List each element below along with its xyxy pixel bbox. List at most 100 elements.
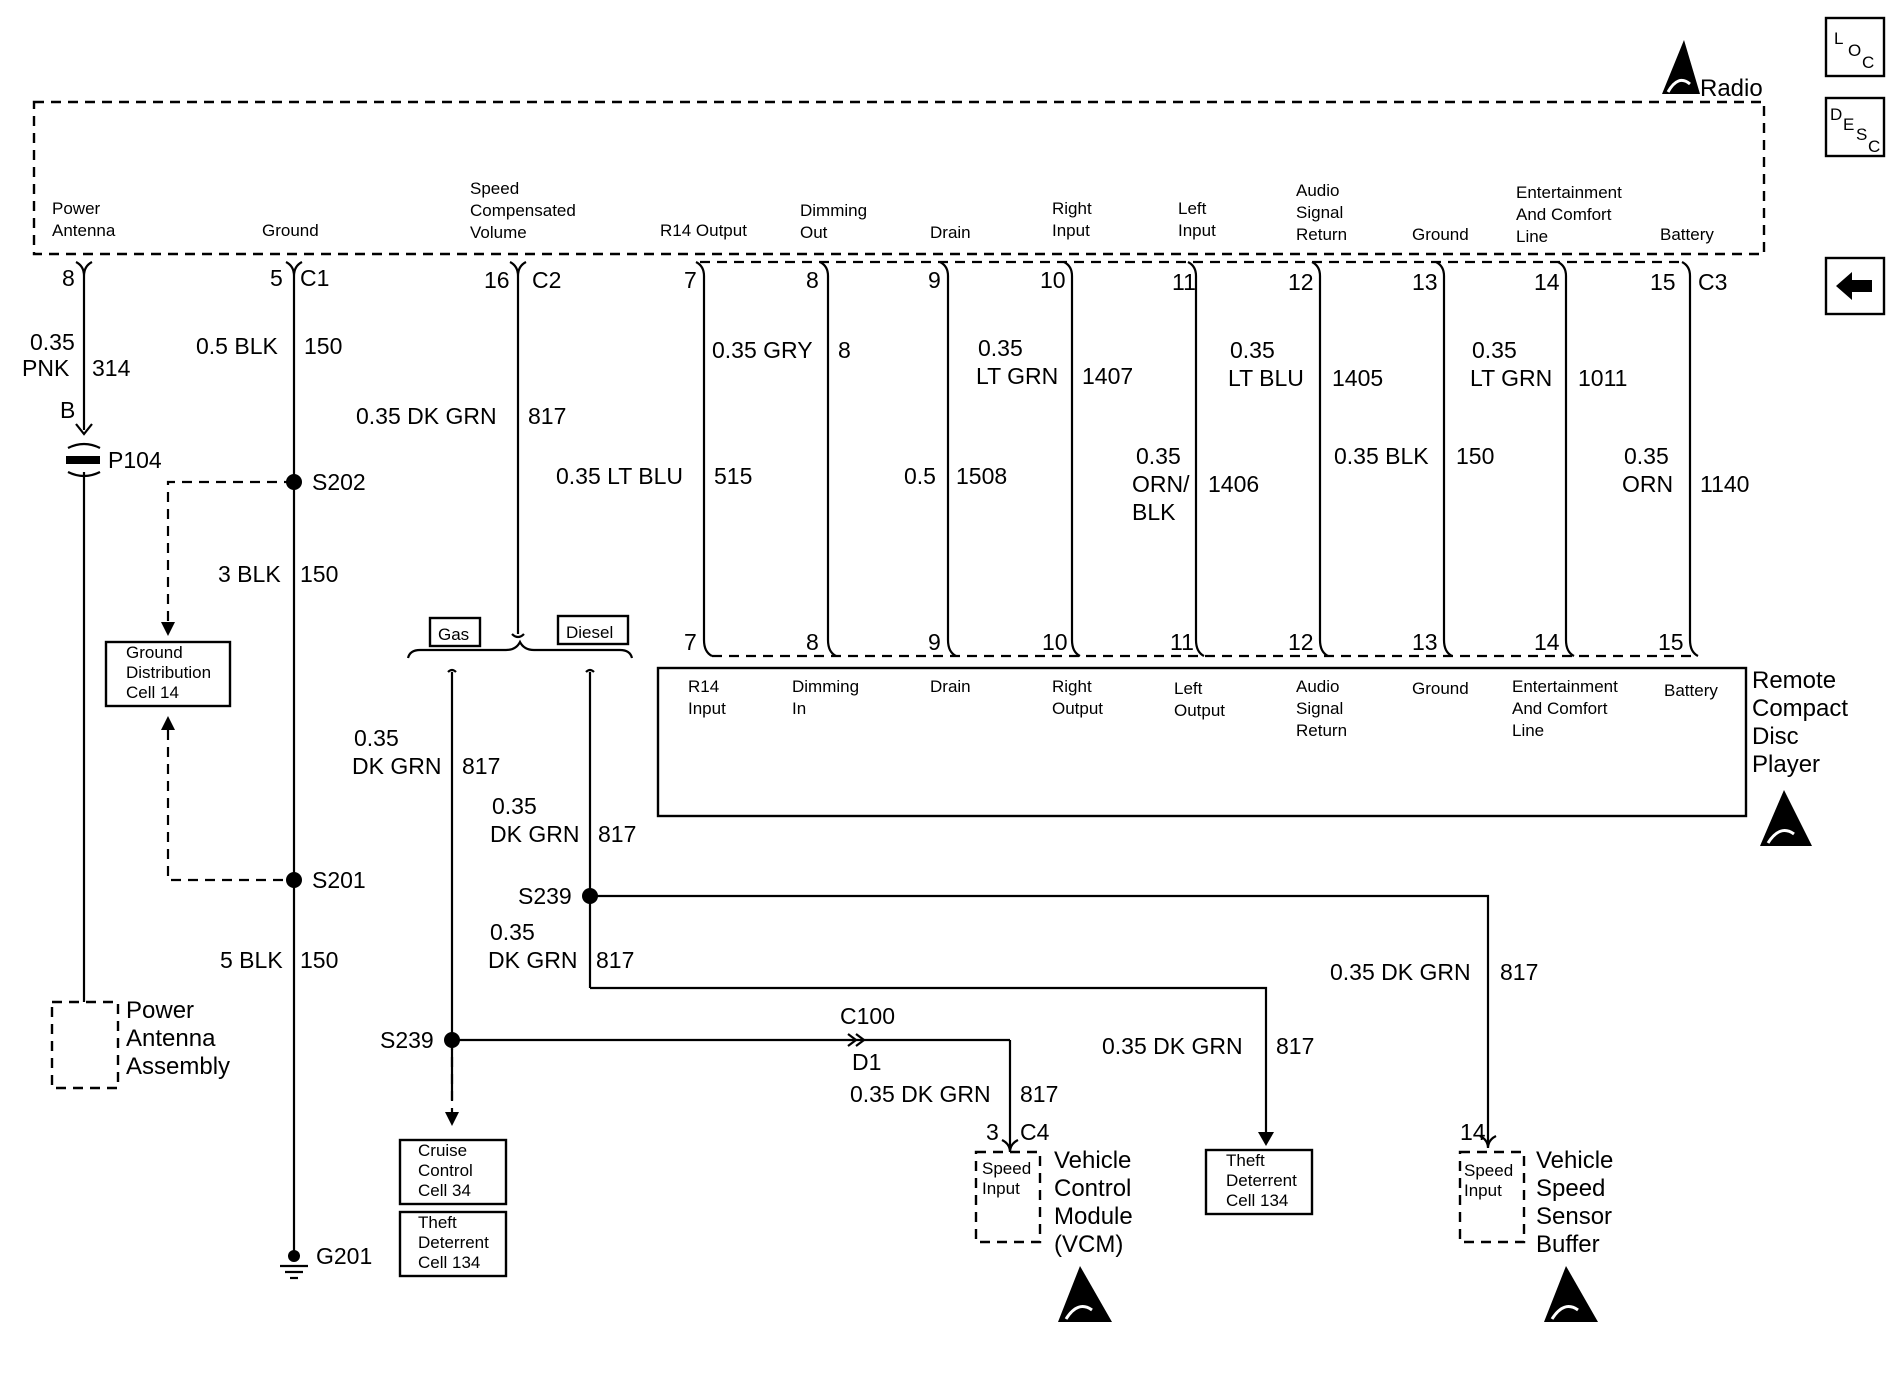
ground-circuit: 0.5 BLK 150 S202 3 BLK 150 S201 5 BLK 15…: [161, 261, 372, 1280]
gas-branch: 0.35 DK GRN 817 S239 C100 D1 0.35 DK GRN…: [352, 668, 1058, 1153]
svg-text:Ground: Ground: [1412, 679, 1469, 698]
svg-text:Ground: Ground: [1412, 225, 1469, 244]
svg-text:Cruise: Cruise: [418, 1141, 467, 1160]
svg-text:In: In: [792, 699, 806, 718]
svg-text:Line: Line: [1516, 227, 1548, 246]
svg-text:12: 12: [1288, 269, 1314, 295]
theft-deterrent-box-mid[interactable]: Theft Deterrent Cell 134: [1204, 1148, 1314, 1216]
vssb-component: Speed Input Vehicle Speed Sensor Buffer: [1458, 1147, 1613, 1258]
svg-text:15: 15: [1658, 629, 1684, 655]
svg-text:R14 Output: R14 Output: [660, 221, 747, 240]
svg-text:Signal: Signal: [1296, 699, 1343, 718]
svg-text:150: 150: [300, 947, 338, 973]
svg-text:0.35 DK GRN: 0.35 DK GRN: [356, 403, 497, 429]
svg-text:Buffer: Buffer: [1536, 1231, 1600, 1258]
power-antenna-circuit: 0.35 PNK 314 B P104 Power Antenna Assemb…: [22, 261, 230, 1090]
svg-text:Compensated: Compensated: [470, 201, 576, 220]
svg-text:Ground: Ground: [126, 643, 183, 662]
svg-text:1406: 1406: [1208, 471, 1259, 497]
svg-text:0.35 BLK: 0.35 BLK: [1334, 443, 1429, 469]
svg-text:C2: C2: [532, 267, 561, 293]
svg-text:Signal: Signal: [1296, 203, 1343, 222]
svg-text:Theft: Theft: [1226, 1151, 1265, 1170]
svg-text:Battery: Battery: [1660, 225, 1714, 244]
desc-letter-c: C: [1868, 137, 1880, 156]
svg-text:LT GRN: LT GRN: [976, 363, 1058, 389]
svg-text:7: 7: [684, 267, 697, 293]
svg-text:ORN/: ORN/: [1132, 471, 1190, 497]
svg-text:LT GRN: LT GRN: [1470, 365, 1552, 391]
svg-text:0.35: 0.35: [1136, 443, 1181, 469]
svg-text:9: 9: [928, 267, 941, 293]
svg-text:13: 13: [1412, 269, 1438, 295]
svg-text:Input: Input: [982, 1179, 1020, 1198]
svg-text:C100: C100: [840, 1003, 895, 1029]
svg-text:8: 8: [806, 267, 819, 293]
svg-text:Cell 134: Cell 134: [1226, 1191, 1288, 1210]
esd-warning-icon: [1760, 790, 1812, 846]
svg-text:Cell 134: Cell 134: [418, 1253, 480, 1272]
svg-text:16: 16: [484, 267, 510, 293]
vcm-component: Speed Input Vehicle Control Module (VCM): [974, 1147, 1133, 1258]
svg-text:0.35: 0.35: [978, 335, 1023, 361]
svg-text:G201: G201: [316, 1243, 372, 1269]
theft-deterrent-box-left[interactable]: Theft Deterrent Cell 134: [398, 1210, 508, 1278]
svg-text:0.35: 0.35: [30, 329, 75, 355]
svg-text:Sensor: Sensor: [1536, 1203, 1612, 1230]
svg-text:0.35: 0.35: [1472, 337, 1517, 363]
svg-text:P104: P104: [108, 447, 162, 473]
svg-text:C4: C4: [1020, 1119, 1050, 1145]
svg-text:S239: S239: [380, 1027, 434, 1053]
ground-distribution-box[interactable]: Ground Distribution Cell 14: [104, 640, 232, 708]
svg-text:Player: Player: [1752, 751, 1820, 778]
desc-button[interactable]: D E S C: [1824, 96, 1886, 158]
svg-text:0.5 BLK: 0.5 BLK: [196, 333, 278, 359]
svg-text:Antenna: Antenna: [126, 1025, 216, 1052]
svg-text:8: 8: [806, 629, 819, 655]
svg-text:ORN: ORN: [1622, 471, 1673, 497]
svg-text:Deterrent: Deterrent: [1226, 1171, 1297, 1190]
svg-text:Theft: Theft: [418, 1213, 457, 1232]
svg-text:B: B: [60, 397, 75, 423]
desc-letter-s: S: [1856, 125, 1867, 144]
svg-text:Audio: Audio: [1296, 677, 1339, 696]
c3-wires: 0.35 GRY 8 0.35 LT BLU 515 0.5 1508 0.35…: [556, 276, 1749, 640]
svg-text:Disc: Disc: [1752, 723, 1799, 750]
svg-text:14: 14: [1534, 269, 1560, 295]
svg-text:Power: Power: [126, 997, 194, 1024]
svg-text:S201: S201: [312, 867, 366, 893]
svg-text:Input: Input: [1464, 1181, 1502, 1200]
loc-button[interactable]: L O C: [1824, 16, 1886, 78]
svg-text:Control: Control: [418, 1161, 473, 1180]
radio-module-outline: [32, 100, 1766, 256]
svg-text:Entertainment: Entertainment: [1512, 677, 1618, 696]
back-button[interactable]: [1824, 256, 1886, 316]
gas-label: Gas: [438, 625, 469, 644]
svg-text:14: 14: [1534, 629, 1560, 655]
svg-text:817: 817: [1020, 1081, 1058, 1107]
svg-text:Volume: Volume: [470, 223, 527, 242]
svg-text:1140: 1140: [1700, 471, 1749, 497]
svg-text:8: 8: [838, 337, 851, 363]
radio-title: Radio: [1700, 75, 1763, 102]
svg-text:150: 150: [304, 333, 342, 359]
svg-text:13: 13: [1412, 629, 1438, 655]
svg-text:817: 817: [462, 753, 500, 779]
svg-text:817: 817: [598, 821, 636, 847]
svg-text:11: 11: [1172, 269, 1196, 295]
svg-text:C1: C1: [300, 265, 329, 291]
svg-text:0.35: 0.35: [492, 793, 537, 819]
loc-letter-o: O: [1848, 41, 1861, 60]
svg-text:PNK: PNK: [22, 355, 70, 381]
svg-text:10: 10: [1042, 629, 1068, 655]
cd-player-title: Remote Compact Disc Player: [1752, 667, 1848, 778]
esd-warning-icon: [1662, 40, 1700, 94]
svg-text:12: 12: [1288, 629, 1314, 655]
svg-text:DK GRN: DK GRN: [352, 753, 441, 779]
svg-text:Speed: Speed: [982, 1159, 1031, 1178]
cruise-control-box[interactable]: Cruise Control Cell 34: [398, 1138, 508, 1206]
svg-text:Line: Line: [1512, 721, 1544, 740]
svg-text:Drain: Drain: [930, 223, 971, 242]
svg-text:Audio: Audio: [1296, 181, 1339, 200]
svg-text:Input: Input: [688, 699, 726, 718]
